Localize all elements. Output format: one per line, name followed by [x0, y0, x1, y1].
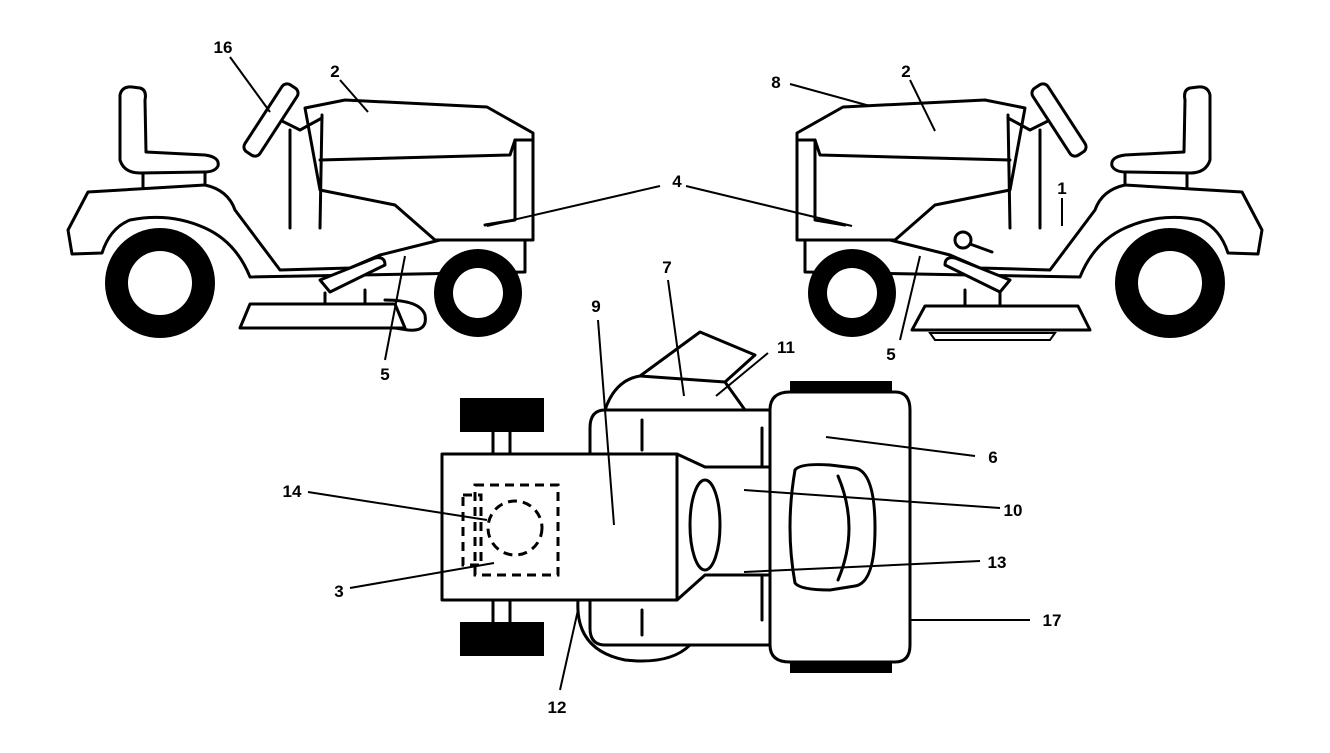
callout-labels: 16 2 4 5 8 2 1 5 7 11 9 6 10 13 17 14 3 …: [214, 38, 1067, 717]
callout-2-right: 2: [901, 62, 910, 81]
callout-8: 8: [771, 73, 780, 92]
callout-10: 10: [1004, 501, 1023, 520]
callout-13: 13: [988, 553, 1007, 572]
callout-4: 4: [672, 172, 682, 191]
callout-5-right: 5: [886, 345, 895, 364]
callout-5-left: 5: [380, 365, 389, 384]
front-wheel-top-upper: [460, 398, 544, 432]
callout-9: 9: [591, 297, 600, 316]
callout-1: 1: [1057, 179, 1066, 198]
callout-3: 3: [334, 582, 343, 601]
leader-lines: [229, 56, 1063, 691]
tractor-right-side-view: [795, 82, 1264, 341]
callout-12: 12: [548, 698, 567, 717]
callout-11: 11: [777, 338, 795, 357]
callout-6: 6: [988, 448, 997, 467]
callout-16: 16: [214, 38, 233, 57]
callout-17: 17: [1043, 611, 1062, 630]
callout-14: 14: [283, 482, 302, 501]
tractor-top-view: [440, 330, 912, 673]
callout-7: 7: [662, 258, 671, 277]
front-wheel-top-lower: [460, 622, 544, 656]
callout-2-left: 2: [330, 62, 339, 81]
tractor-left-side-view: [66, 82, 535, 338]
